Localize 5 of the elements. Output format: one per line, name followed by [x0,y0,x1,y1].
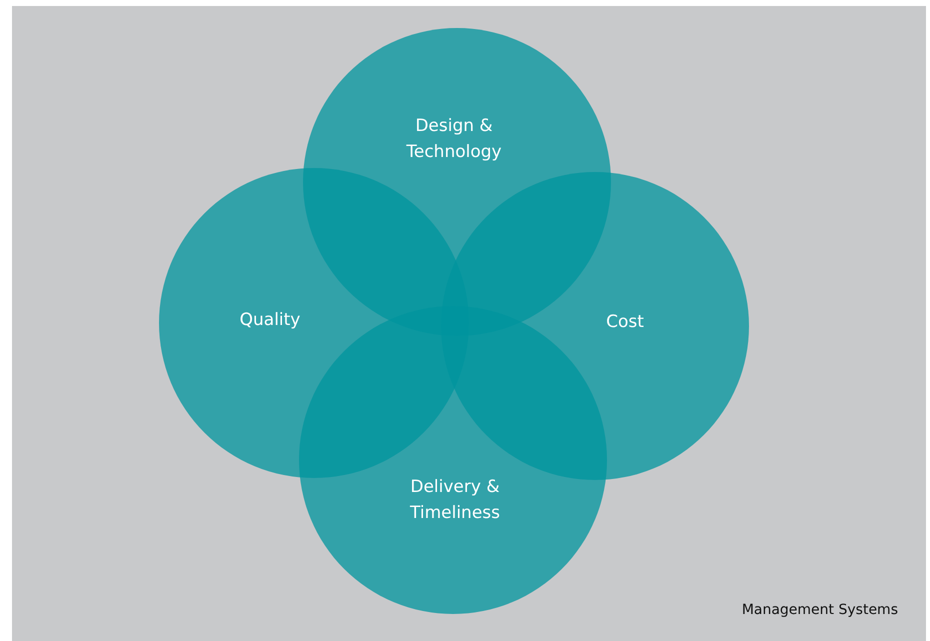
circle-label: Cost [605,311,645,334]
footer-note: Management Systems [742,602,898,618]
circle-label: Delivery & Timeliness [409,476,501,525]
circle-label: Quality [238,309,302,332]
circle-label: Design & Technology [405,115,503,164]
